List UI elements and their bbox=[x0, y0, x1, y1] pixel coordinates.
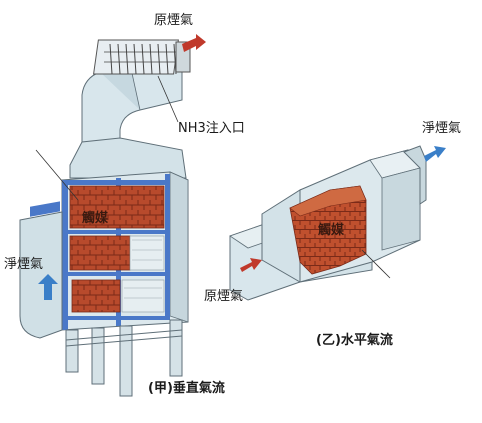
vertical-support-legs bbox=[65, 319, 183, 397]
horizontal-raw-gas-arrow bbox=[240, 258, 262, 272]
vertical-clean-gas-label: 淨煙氣 bbox=[4, 257, 44, 272]
horizontal-raw-gas-label: 原煙氣 bbox=[204, 289, 244, 304]
vertical-outlet-duct bbox=[19, 211, 63, 339]
vertical-catalyst-layer-2 bbox=[69, 235, 131, 271]
vertical-raw-gas-arrow bbox=[182, 34, 206, 52]
nh3-injection-grid bbox=[93, 39, 191, 75]
vertical-catalyst-layer-1 bbox=[69, 185, 165, 229]
vertical-nh3-label: NH3注入口 bbox=[178, 121, 245, 136]
vertical-catalyst-label: 觸媒 bbox=[82, 211, 109, 226]
vertical-hopper bbox=[69, 137, 187, 179]
vertical-inlet-duct bbox=[81, 54, 183, 161]
horizontal-clean-gas-arrow bbox=[424, 146, 446, 162]
horizontal-flow-reactor bbox=[229, 145, 446, 301]
vertical-raw-gas-label: 原煙氣 bbox=[154, 13, 194, 28]
vertical-flow-reactor bbox=[19, 34, 206, 397]
horizontal-clean-gas-label: 淨煙氣 bbox=[422, 121, 462, 136]
horizontal-caption: (乙)水平氣流 bbox=[316, 333, 393, 348]
vertical-clean-gas-arrow bbox=[38, 274, 58, 300]
horizontal-outlet-duct bbox=[403, 145, 427, 205]
vertical-catalyst-layer-3 bbox=[71, 279, 121, 313]
vertical-caption: (甲)垂直氣流 bbox=[148, 381, 225, 396]
horizontal-catalyst-label: 觸媒 bbox=[318, 223, 345, 238]
